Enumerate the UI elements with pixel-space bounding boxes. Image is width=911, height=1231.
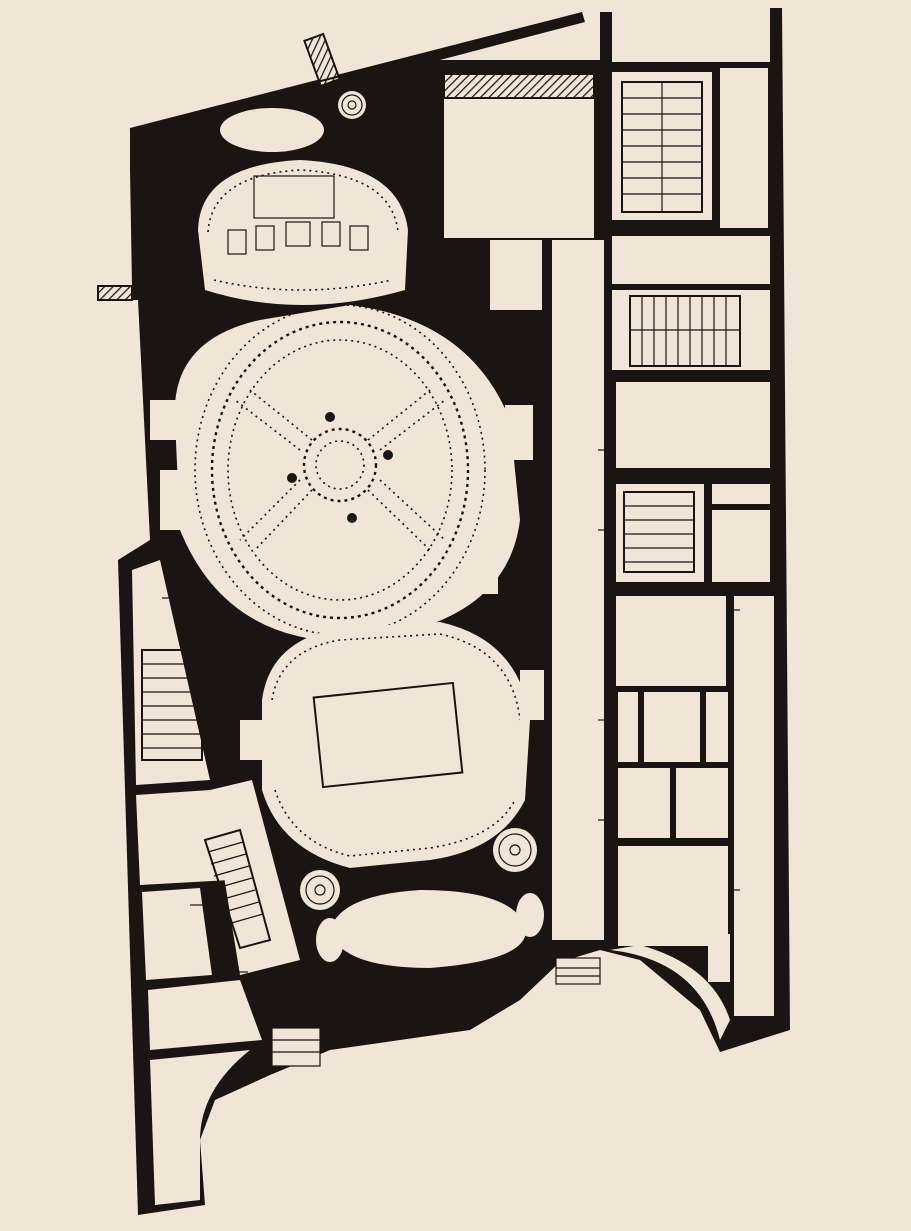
spiral-stair-top [338, 91, 366, 119]
top-diagonal-wall [129, 13, 583, 131]
nave [240, 622, 544, 868]
staircase-right-middle [629, 295, 741, 367]
curved-courtyard-right [610, 945, 730, 1040]
staircase-right-lower [623, 491, 695, 573]
hatched-wall-left [97, 285, 133, 301]
right-wing-rooms [444, 68, 774, 1016]
entrance-steps-right [555, 957, 601, 985]
dome-pillars [287, 412, 393, 523]
hatched-wall-top [443, 73, 595, 99]
choir-apse [198, 108, 408, 305]
entrance-vestibule [316, 890, 544, 1028]
spiral-stair-right [493, 828, 537, 872]
staircase-left [141, 649, 203, 761]
door-marks [162, 29, 740, 986]
hatched-wall-chimney [303, 32, 341, 88]
entrance-steps-left [271, 1027, 321, 1067]
staircase-right-upper [621, 81, 703, 213]
staircase-left-lower [203, 828, 272, 950]
spiral-stair-left [300, 870, 340, 910]
central-dome [150, 304, 533, 640]
